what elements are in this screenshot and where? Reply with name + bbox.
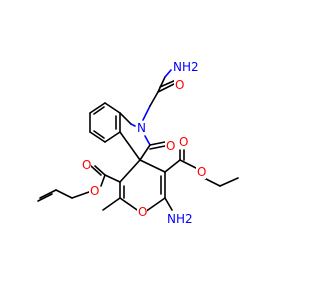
bond xyxy=(144,197,166,213)
label-bg xyxy=(172,60,200,74)
bond xyxy=(119,112,132,125)
nh2-bottom-label: NH2 xyxy=(167,212,193,226)
bond xyxy=(157,76,166,93)
o-lactam-label: O xyxy=(166,139,175,153)
bond xyxy=(179,159,197,169)
n-indole-label: N xyxy=(137,121,146,135)
bond xyxy=(164,197,173,211)
bond xyxy=(94,165,106,176)
label-bg xyxy=(136,121,147,135)
bond xyxy=(144,135,151,146)
bond xyxy=(71,191,90,199)
o-ester-right-carbonyl-label: O xyxy=(179,135,188,149)
bond xyxy=(55,189,73,199)
nh2-top-label: NH2 xyxy=(173,60,199,74)
bond xyxy=(37,193,53,202)
bond xyxy=(139,159,166,173)
bond xyxy=(157,83,175,93)
bond xyxy=(90,165,102,176)
label-bg xyxy=(196,165,206,179)
bond xyxy=(149,145,166,150)
bond xyxy=(130,123,136,127)
label-bg xyxy=(178,135,188,149)
bond xyxy=(119,159,141,183)
bond-inner xyxy=(93,106,105,115)
bond xyxy=(164,69,172,78)
atom-labels: NH2 O N O O O O O O NH2 xyxy=(81,60,206,226)
bond xyxy=(142,105,151,121)
bonds xyxy=(37,69,239,213)
bond xyxy=(89,131,106,143)
bond xyxy=(104,131,121,143)
bond xyxy=(119,131,141,161)
label-bg xyxy=(165,139,175,153)
label-bg xyxy=(137,205,147,219)
bond xyxy=(89,102,106,114)
o-pyran-label: O xyxy=(138,205,147,219)
molecule-diagram: NH2 O N O O O O O O NH2 xyxy=(37,60,239,226)
label-bg xyxy=(174,78,184,92)
label-bg xyxy=(166,212,194,226)
o-ester-left-ether-label: O xyxy=(90,184,99,198)
bond xyxy=(104,102,121,114)
bond xyxy=(219,177,239,187)
bond xyxy=(149,91,159,107)
o-amide-label: O xyxy=(175,78,184,92)
label-bg xyxy=(89,184,99,198)
label-bg xyxy=(81,158,91,172)
bond xyxy=(100,174,106,187)
bond xyxy=(164,159,181,173)
bond xyxy=(203,177,221,187)
bond xyxy=(39,189,57,199)
bond xyxy=(104,174,121,183)
o-ester-left-carbonyl-label: O xyxy=(82,158,91,172)
bond xyxy=(139,144,151,161)
bond xyxy=(119,197,141,213)
o-ester-right-ether-label: O xyxy=(197,165,206,179)
bond xyxy=(159,79,177,88)
bond-inner xyxy=(93,130,105,139)
bond xyxy=(149,141,166,146)
bond xyxy=(102,197,121,211)
